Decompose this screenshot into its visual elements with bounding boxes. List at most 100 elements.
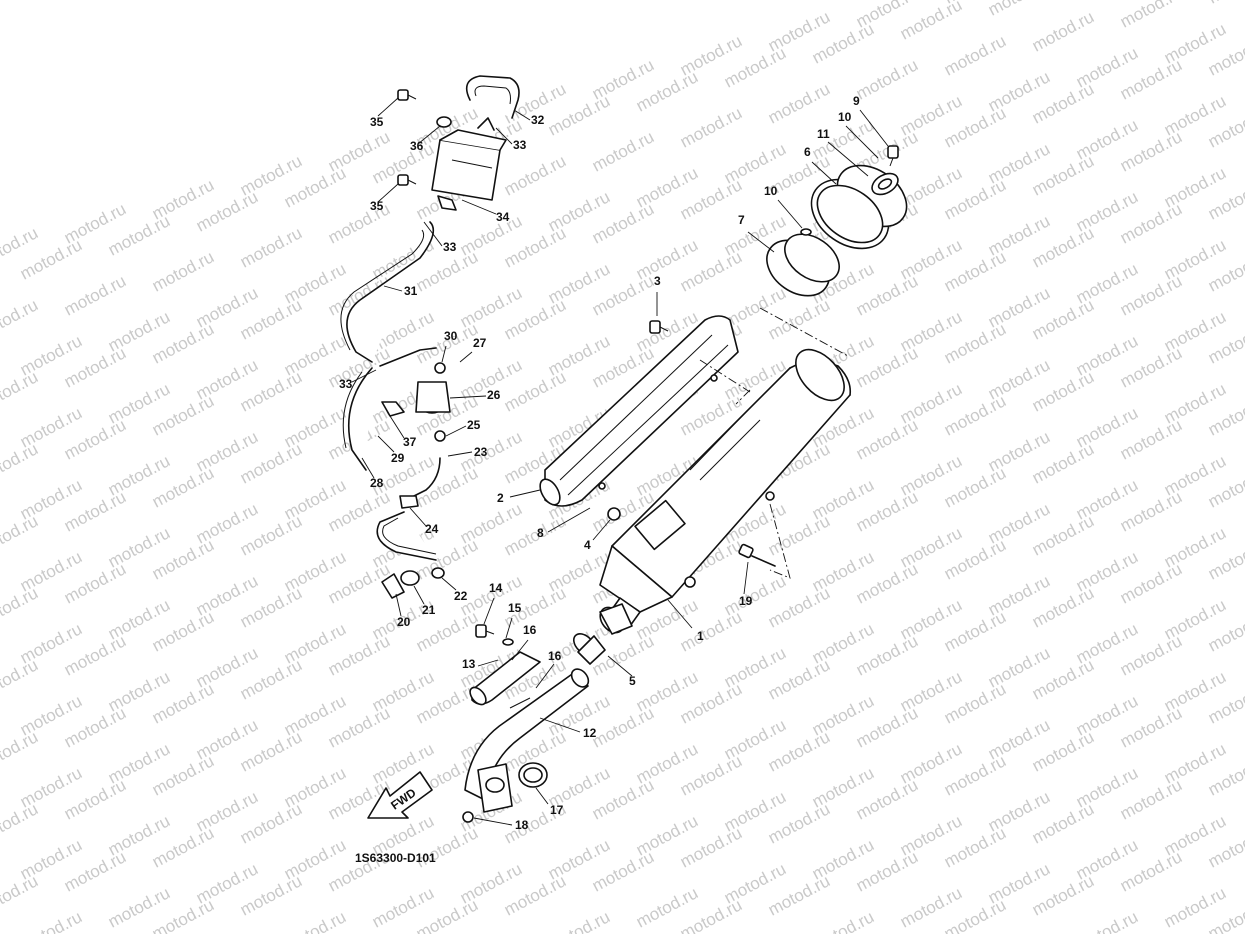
watermark-text: motod.ru	[0, 871, 41, 919]
leader-line-32	[513, 109, 531, 121]
leader-line-36	[417, 125, 441, 145]
callout-12: 12	[583, 726, 597, 740]
exhaust-pipe	[464, 668, 590, 813]
leader-line-15	[505, 617, 513, 639]
watermark-text: motod.ru	[0, 439, 41, 487]
protector-washer	[502, 638, 514, 646]
leader-line-33b	[423, 221, 443, 247]
air-pipe	[376, 457, 441, 561]
end-cap	[810, 164, 908, 250]
leader-line-35b	[377, 183, 399, 203]
air-pipe-gaskets	[381, 567, 445, 599]
callout-3: 3	[654, 274, 661, 288]
watermark-text: motod.ru	[17, 907, 85, 934]
leader-line-31	[383, 285, 403, 292]
leader-line-14	[483, 597, 495, 625]
leader-line-12	[539, 717, 581, 733]
watermark-text: motod.ru	[61, 271, 129, 319]
callout-21: 21	[422, 603, 436, 617]
callout-labels: 1234567891010111213141516161718192021222…	[339, 94, 860, 832]
leader-line-21	[413, 585, 425, 605]
callout-10b: 10	[764, 184, 778, 198]
callout-28: 28	[370, 476, 384, 490]
callout-8: 8	[537, 526, 544, 540]
watermark-text: motod.ru	[0, 511, 41, 559]
watermark-text: motod.ru	[0, 583, 41, 631]
leader-line-24	[409, 507, 427, 527]
callout-18: 18	[515, 818, 529, 832]
leader-line-4	[592, 519, 611, 541]
leader-line-23	[447, 451, 473, 457]
watermark-text: motod.ru	[853, 55, 921, 103]
leader-line-37	[389, 415, 405, 439]
callout-10a: 10	[838, 110, 852, 124]
protector-bolt	[649, 320, 669, 334]
leader-line-25	[445, 425, 467, 437]
callout-35a: 35	[370, 115, 384, 129]
callout-23: 23	[474, 445, 488, 459]
callout-33c: 33	[339, 377, 353, 391]
watermark-text: motod.ru	[809, 907, 877, 934]
watermark-text: motod.ru	[765, 79, 833, 127]
leader-line-7	[747, 231, 775, 253]
callout-14: 14	[489, 581, 503, 595]
diagram-code: 1S63300-D101	[355, 851, 436, 865]
leader-line-18	[473, 817, 513, 826]
watermark-text: motod.ru	[0, 727, 41, 775]
watermark-text: motod.ru	[1117, 0, 1185, 32]
callout-33b: 33	[443, 240, 457, 254]
callout-20: 20	[397, 615, 411, 629]
callout-leader-lines	[351, 97, 889, 826]
callout-13: 13	[462, 657, 476, 671]
callout-7: 7	[738, 213, 745, 227]
muffler-protector	[539, 315, 739, 507]
leader-line-33a	[495, 127, 513, 145]
watermark-text: motod.ru	[1205, 0, 1245, 8]
callout-19: 19	[739, 594, 753, 608]
end-gasket	[871, 172, 899, 196]
leader-line-27	[459, 351, 473, 363]
watermark-text: motod.ru	[545, 907, 613, 934]
leader-line-9	[859, 109, 889, 147]
leader-line-16a	[511, 639, 529, 661]
leader-line-10b	[777, 199, 803, 229]
callout-5: 5	[629, 674, 636, 688]
muffler-nut	[607, 507, 621, 521]
air-filter-bolt-upper	[397, 89, 417, 101]
leader-line-28	[361, 457, 375, 479]
callout-1: 1	[697, 629, 704, 643]
callout-29: 29	[391, 451, 405, 465]
protector-screw	[475, 624, 495, 638]
callout-31: 31	[404, 284, 418, 298]
callout-37: 37	[403, 435, 417, 449]
leader-line-16b	[535, 663, 555, 689]
small-gasket	[800, 228, 812, 236]
callout-33a: 33	[513, 138, 527, 152]
reference-lines	[699, 307, 849, 579]
exhaust-nut	[462, 811, 474, 823]
callout-9: 9	[853, 94, 860, 108]
leader-line-1	[667, 599, 693, 629]
end-cap-bolt	[887, 145, 899, 167]
leader-line-17	[535, 787, 549, 805]
exhaust-gasket	[518, 762, 548, 788]
air-filter-bolt-lower	[397, 174, 417, 186]
air-hose-lower	[342, 347, 437, 471]
air-filter-box	[431, 117, 507, 211]
leader-line-20	[395, 593, 402, 617]
watermark-text: motod.ru	[589, 127, 657, 175]
watermark-text: motod.ru	[0, 799, 41, 847]
watermark-text: motod.ru	[149, 247, 217, 295]
leader-line-30	[441, 345, 447, 363]
leader-line-22	[441, 577, 457, 591]
exhaust-pipe-protector	[469, 651, 541, 706]
callout-27: 27	[473, 336, 487, 350]
muffler-band	[766, 233, 840, 297]
leader-line-35a	[377, 97, 399, 117]
callout-24: 24	[425, 522, 439, 536]
leader-line-33c	[351, 369, 377, 383]
callout-15: 15	[508, 601, 522, 615]
air-pipe-clamp	[399, 495, 419, 509]
